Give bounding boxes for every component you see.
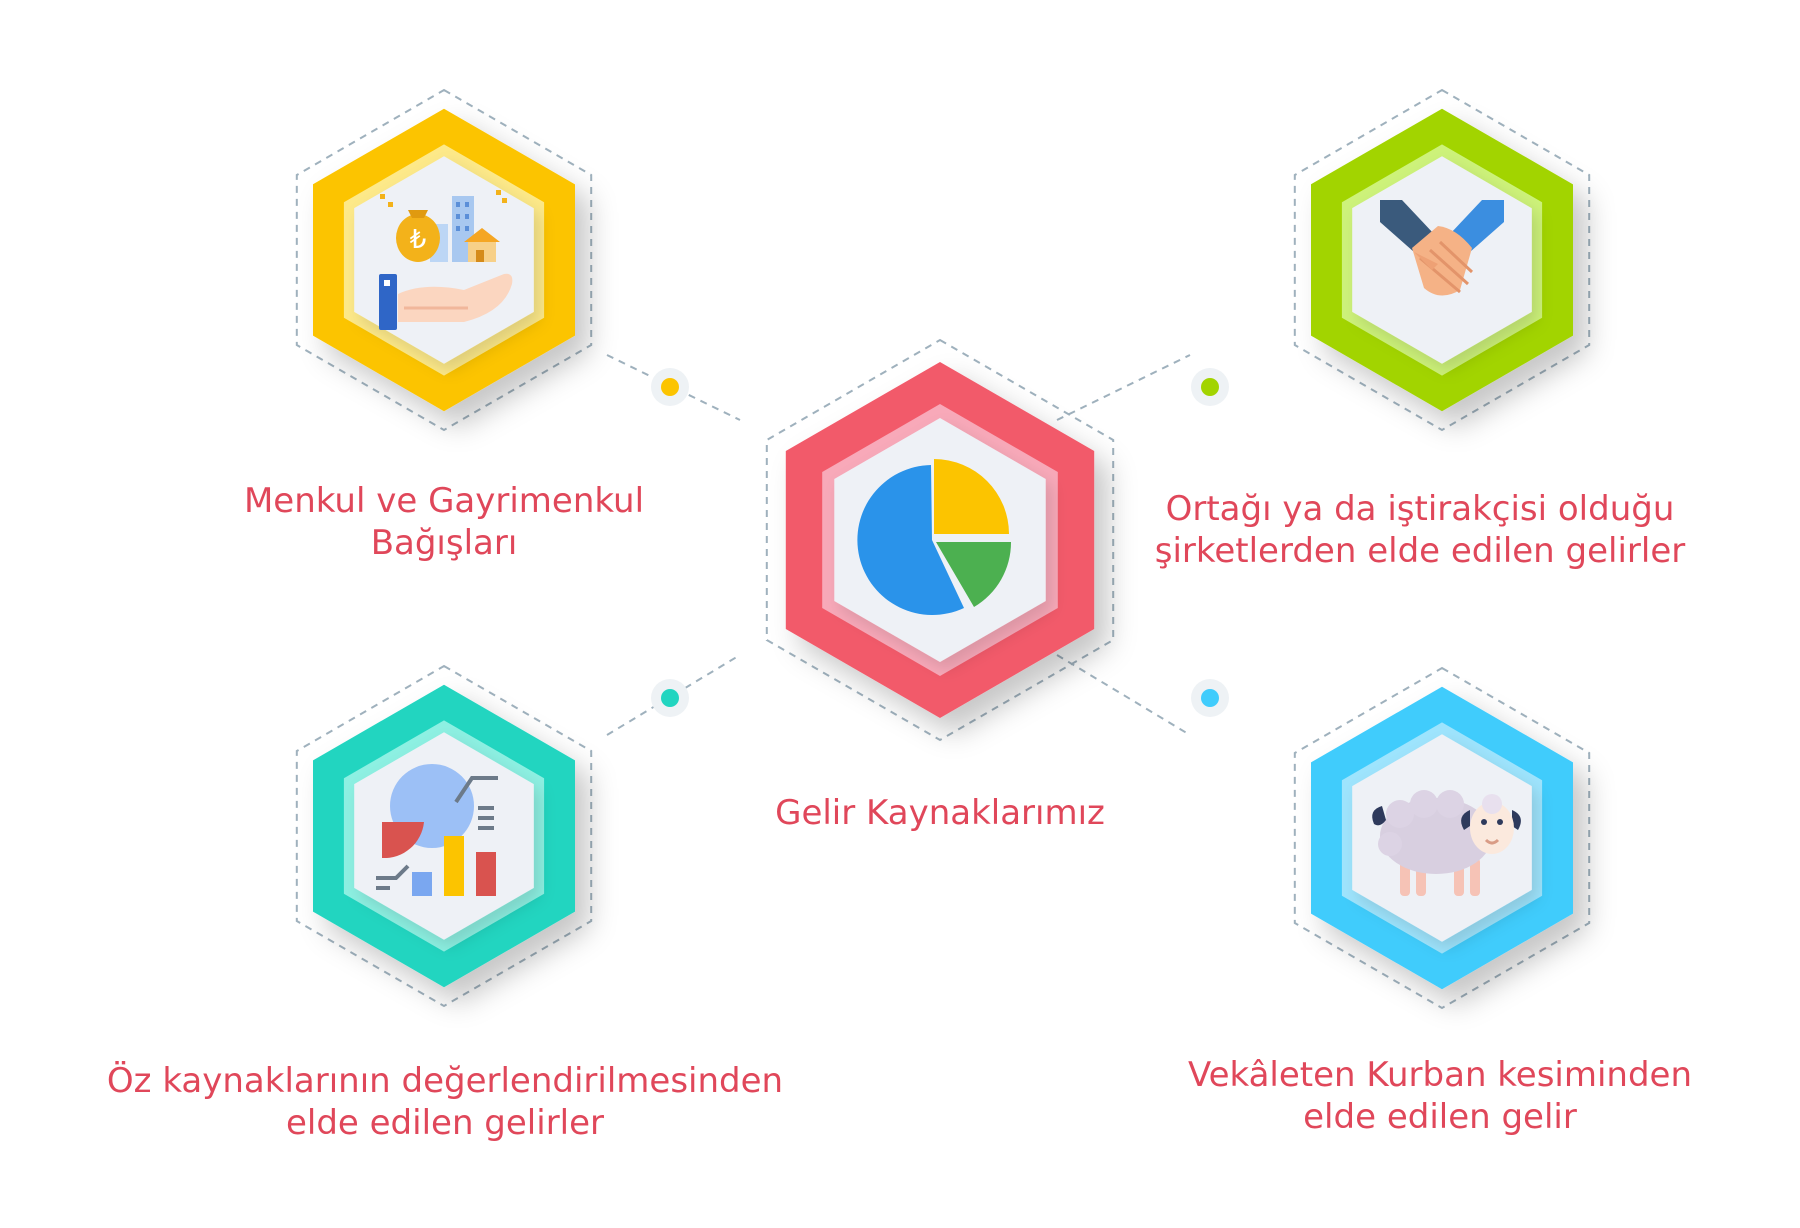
hexagon-dashed-outline — [1293, 666, 1591, 1010]
caption-top-left: Menkul ve Gayrimenkul Bağışları — [184, 480, 704, 564]
hexagon-node-center — [765, 338, 1115, 742]
hexagon-dashed-outline — [295, 664, 593, 1008]
caption-bottom-right: Vekâleten Kurban kesiminden elde edilen … — [1160, 1054, 1720, 1138]
real-estate-donation-icon: ₺ — [379, 190, 513, 330]
connector-dot-bottom-right — [1191, 679, 1229, 717]
diagram-title: Gelir Kaynaklarımız — [775, 793, 1105, 833]
caption-line: Vekâleten Kurban kesiminden — [1187, 1055, 1693, 1095]
sheep-icon — [1372, 790, 1521, 896]
lira-symbol-icon: ₺ — [410, 225, 427, 255]
hexagon-dashed-outline — [1293, 88, 1591, 432]
caption-line: Menkul ve Gayrimenkul — [243, 481, 645, 521]
caption-line: Öz kaynaklarının değerlendirilmesinden — [106, 1061, 784, 1101]
handshake-icon — [1380, 200, 1504, 296]
hexagon-dashed-outline — [765, 338, 1115, 742]
connector-lines — [606, 354, 1191, 736]
connector-dot-bottom-left — [651, 679, 689, 717]
hexagon-dashed-outline — [295, 88, 593, 432]
pie-chart-icon — [857, 459, 1012, 615]
caption-line: şirketlerden elde edilen gelirler — [1154, 531, 1686, 571]
connector-dot-top-right — [1191, 368, 1229, 406]
caption-bottom-left: Öz kaynaklarının değerlendirilmesinden e… — [100, 1060, 790, 1144]
caption-line: Ortağı ya da iştirakçisi olduğu — [1165, 489, 1675, 529]
caption-center: Gelir Kaynaklarımız — [690, 792, 1190, 834]
hexagon-inner — [834, 418, 1046, 662]
caption-top-right: Ortağı ya da iştirakçisi olduğu şirketle… — [1140, 488, 1700, 572]
caption-line: Bağışları — [370, 523, 518, 563]
caption-line: elde edilen gelir — [1303, 1097, 1577, 1137]
analytics-chart-icon — [376, 764, 498, 896]
caption-line: elde edilen gelirler — [285, 1103, 605, 1143]
connector-dot-top-left — [651, 368, 689, 406]
